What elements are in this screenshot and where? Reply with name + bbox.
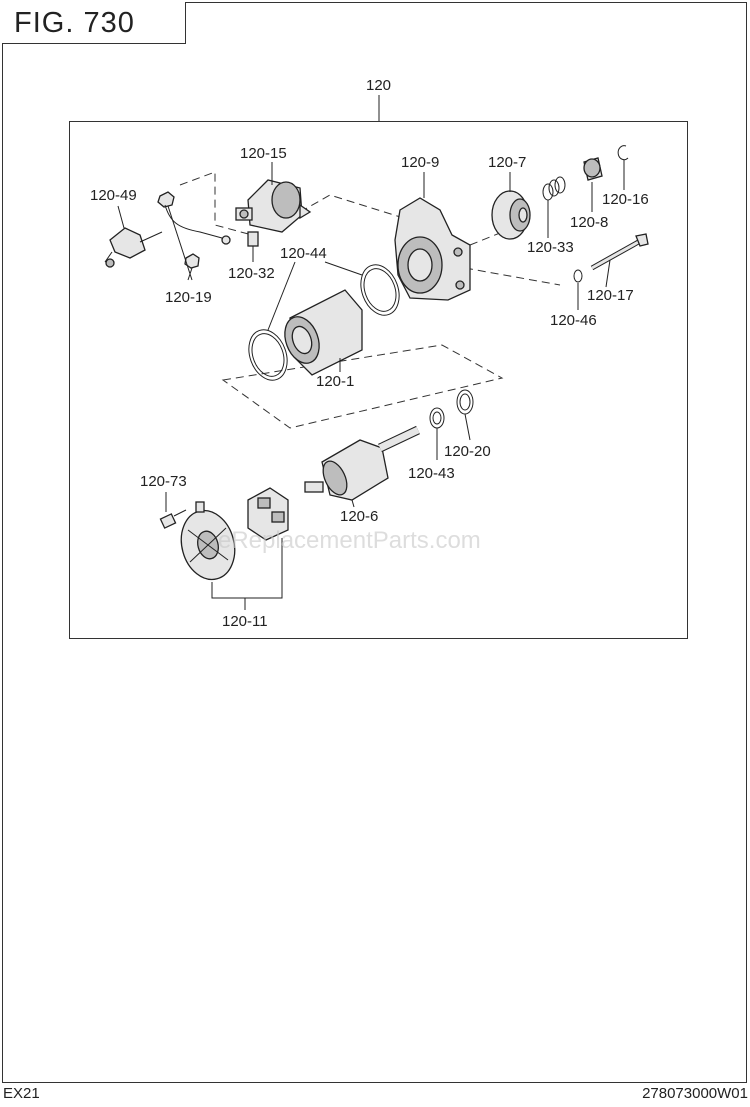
yoke-part <box>284 289 363 376</box>
brush-holder-part <box>247 487 289 541</box>
label-120-46: 120-46 <box>550 312 597 329</box>
label-120-43: 120-43 <box>408 465 455 482</box>
label-120-73: 120-73 <box>140 473 187 490</box>
label-120-32: 120-32 <box>228 265 275 282</box>
document-code: 278073000W01 <box>642 1085 748 1102</box>
wire-boot-part <box>104 205 163 268</box>
label-120-17: 120-17 <box>587 287 634 304</box>
screw-part-32 <box>247 231 259 262</box>
label-120-19: 120-19 <box>165 289 212 306</box>
wire-lead <box>164 204 223 239</box>
solenoid-part <box>235 162 312 233</box>
screw-part-73 <box>159 492 187 529</box>
label-120-15: 120-15 <box>240 145 287 162</box>
label-120-6: 120-6 <box>340 508 378 525</box>
snap-ring-part <box>617 145 629 190</box>
label-120-7: 120-7 <box>488 154 526 171</box>
label-120-20: 120-20 <box>444 443 491 460</box>
rear-cover-part <box>180 501 236 581</box>
watermark-text: eReplacementParts.com <box>218 527 481 554</box>
armature-part <box>304 425 420 508</box>
label-120: 120 <box>366 77 391 94</box>
through-bolt-part <box>590 233 649 288</box>
assembly-box <box>69 121 688 639</box>
collar-part <box>583 157 603 212</box>
label-120-1: 120-1 <box>316 373 354 390</box>
label-120-33: 120-33 <box>527 239 574 256</box>
washer-parts-20-43 <box>429 389 474 460</box>
model-label: EX21 <box>3 1085 40 1102</box>
page-frame <box>2 2 747 1083</box>
label-120-11: 120-11 <box>222 613 268 630</box>
leader-120-11-bracket <box>211 538 283 599</box>
pinion-gear-part <box>491 172 531 240</box>
nut-parts <box>157 191 200 281</box>
spring-part <box>542 176 566 238</box>
figure-title: FIG. 730 <box>2 2 186 44</box>
washer-part-46 <box>573 269 583 310</box>
label-120-16: 120-16 <box>602 191 649 208</box>
wire-eyelet <box>221 235 231 245</box>
label-120-44: 120-44 <box>280 245 327 262</box>
front-housing-part <box>394 172 471 301</box>
label-120-9: 120-9 <box>401 154 439 171</box>
label-120-49: 120-49 <box>90 187 137 204</box>
o-ring-parts <box>248 261 400 381</box>
label-120-8: 120-8 <box>570 214 608 231</box>
